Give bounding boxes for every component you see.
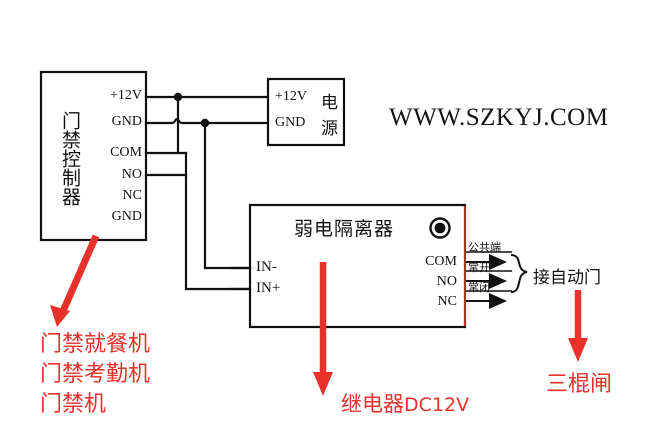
psu-name-line2: 源 [321,119,338,139]
isolator-input-in-minus: IN- [256,259,277,275]
annotation-relay-text: 继电器 [341,392,404,416]
output-desc-common: 公共端 [468,241,501,254]
controller-pin-com: COM [110,145,142,160]
red-arrow-controller-head [50,305,70,327]
watermark-url: WWW.SZKYJ.COM [389,104,609,131]
wire-no [144,173,252,291]
output-brace [510,254,528,293]
red-arrow-turnstile-head [568,338,588,362]
annotation-turnstile: 三棍闸 [546,372,613,397]
access-controller-box [39,70,148,242]
psu-name-line1: 电 [321,93,338,113]
controller-pin-gnd: GND [111,114,142,129]
red-arrow-relay-head [313,372,333,396]
junction-dot-gnd [200,118,210,128]
output-desc-no: 常开 [468,261,490,274]
isolator-title: 弱电隔离器 [294,218,395,240]
annotation-relay: 继电器DC12V [341,388,469,418]
annotation-left-devices: 门禁就餐机 门禁考勤机 门禁机 [40,330,150,420]
controller-pin-gnd2: GND [111,209,142,224]
isolator-output-no: NO [436,274,457,289]
annotation-device-line-3: 门禁机 [40,392,107,417]
junction-dot-12v [173,92,183,102]
isolator-box [248,203,467,329]
annotation-relay-voltage: DC12V [404,394,470,416]
isolator-output-com: COM [425,254,457,269]
controller-pin-12v: +12V [109,88,142,103]
psu-pin-gnd: GND [275,115,306,130]
isolator-output-nc: NC [437,294,457,309]
output-desc-nc: 常闭 [468,281,490,294]
controller-pin-no: NO [121,167,142,182]
access-controller-title: 门禁控制器 [59,110,81,206]
led-indicator-icon [429,217,451,239]
red-arrow-controller [56,234,100,320]
annotation-device-line-1: 门禁就餐机 [40,332,151,357]
power-supply-box [266,77,346,147]
auto-door-label: 接自动门 [533,268,601,288]
isolator-input-in-plus: IN+ [256,280,281,296]
psu-pin-12v: +12V [275,89,308,104]
controller-pin-nc: NC [122,188,142,203]
annotation-device-line-2: 门禁考勤机 [40,362,151,387]
